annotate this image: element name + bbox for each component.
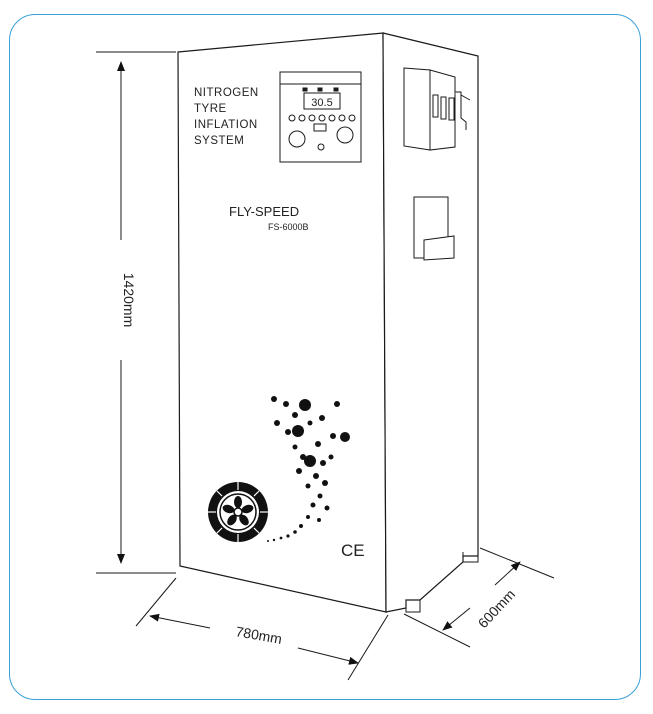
width-label: 780mm bbox=[234, 623, 283, 647]
side-pocket bbox=[413, 196, 455, 261]
title-line-2: TYRE bbox=[194, 103, 227, 115]
side-control-box bbox=[403, 67, 471, 151]
display-screen bbox=[303, 92, 341, 110]
ce-mark: CE bbox=[341, 541, 365, 560]
center-knob bbox=[317, 143, 325, 151]
model-label: FS-6000B bbox=[268, 222, 309, 232]
cabinet bbox=[177, 32, 479, 613]
depth-dimension bbox=[403, 547, 555, 648]
control-panel bbox=[279, 71, 362, 163]
title-line-1: NITROGEN bbox=[194, 87, 259, 99]
diagram-frame bbox=[9, 14, 641, 700]
depth-label: 600mm bbox=[475, 586, 519, 631]
cabinet-side bbox=[382, 32, 479, 613]
bubble-decoration bbox=[267, 396, 350, 542]
right-gauge bbox=[336, 126, 354, 144]
title-line-4: SYSTEM bbox=[194, 135, 244, 147]
title-line-3: INFLATION bbox=[194, 119, 258, 131]
height-dimension bbox=[96, 51, 176, 574]
wheel-icon bbox=[208, 482, 268, 542]
brand-label: FLY-SPEED bbox=[229, 204, 299, 219]
width-dimension bbox=[135, 577, 389, 681]
panel-buttons bbox=[288, 114, 356, 122]
display-value: 30.5 bbox=[311, 97, 332, 109]
height-label: 1420mm bbox=[121, 273, 137, 327]
cabinet-feet bbox=[405, 552, 479, 613]
left-gauge bbox=[288, 130, 306, 148]
